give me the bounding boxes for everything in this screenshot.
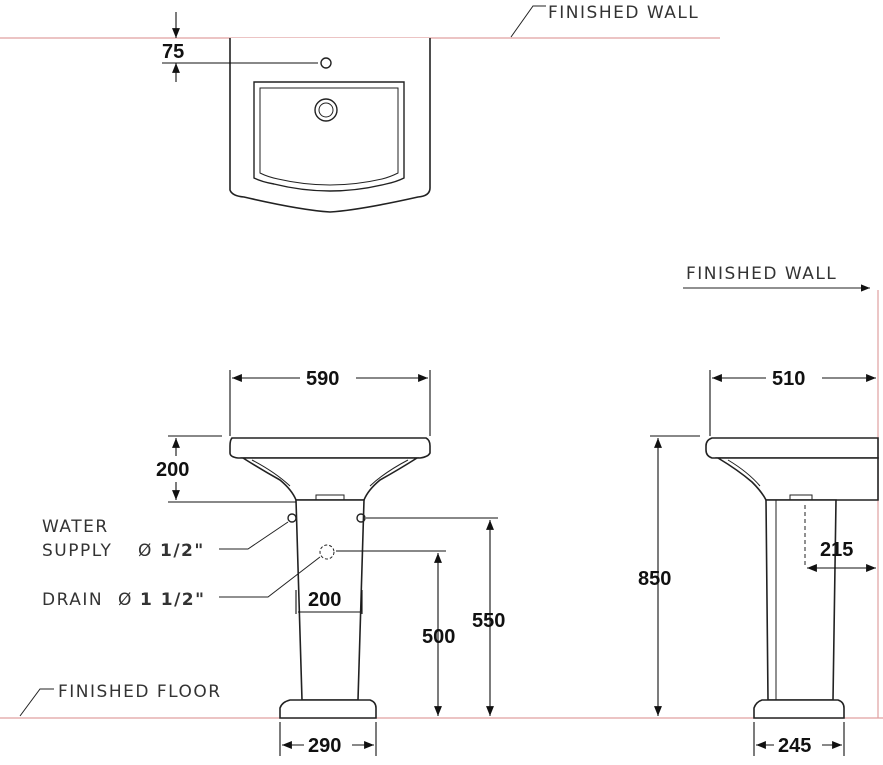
plan-view: FINISHED WALL 75 <box>0 3 720 213</box>
side-view: FINISHED WALL 510 850 215 245 <box>638 264 879 757</box>
water-supply-label-2: SUPPLY <box>42 541 112 561</box>
dim-base-width-front: 290 <box>308 735 341 757</box>
finished-floor-label: FINISHED FLOOR <box>58 682 222 702</box>
water-supply-right <box>356 513 366 523</box>
front-view: FINISHED FLOOR WATER SUPPLY Ø 1/2" DRAIN… <box>0 368 883 757</box>
finished-wall-leader-top <box>510 5 546 38</box>
drain-label: DRAIN <box>42 590 103 610</box>
drain-hole-plan <box>314 98 338 122</box>
dim-pedestal-width: 200 <box>308 589 341 611</box>
side-pedestal-base <box>753 699 845 719</box>
finished-floor-leader <box>19 688 54 717</box>
dim-basin-width: 590 <box>306 368 339 390</box>
front-pedestal-base <box>279 699 377 719</box>
front-basin-bowl <box>240 457 420 501</box>
side-basin-bowl <box>715 457 879 501</box>
finished-wall-label-top: FINISHED WALL <box>548 3 699 23</box>
dim-base-width-side: 245 <box>778 735 811 757</box>
tap-hole <box>320 57 332 69</box>
basin-plan-bowl-inner <box>259 87 399 186</box>
dim-drain-from-wall: 215 <box>820 539 853 561</box>
finished-wall-label-right: FINISHED WALL <box>686 264 837 284</box>
dim-supply-height: 550 <box>472 610 505 632</box>
water-supply-label-1: WATER <box>42 517 109 537</box>
water-supply-left <box>287 513 297 523</box>
drain-hole-plan-inner <box>318 102 334 118</box>
dim-drain-height: 500 <box>422 626 455 648</box>
front-basin-rim <box>229 437 431 459</box>
water-supply-diameter: Ø <box>138 541 153 561</box>
dim-total-height: 850 <box>638 568 671 590</box>
basin-plan-bowl <box>253 81 405 192</box>
dim-basin-height: 200 <box>156 459 189 481</box>
drain-size: 1 1/2" <box>140 590 205 610</box>
dim-basin-depth: 510 <box>772 368 805 390</box>
drain-outlet <box>319 544 335 560</box>
side-basin-rim <box>705 437 879 459</box>
drain-diameter: Ø <box>118 590 133 610</box>
dim-tap-offset: 75 <box>162 41 184 63</box>
water-supply-size: 1/2" <box>160 541 205 561</box>
